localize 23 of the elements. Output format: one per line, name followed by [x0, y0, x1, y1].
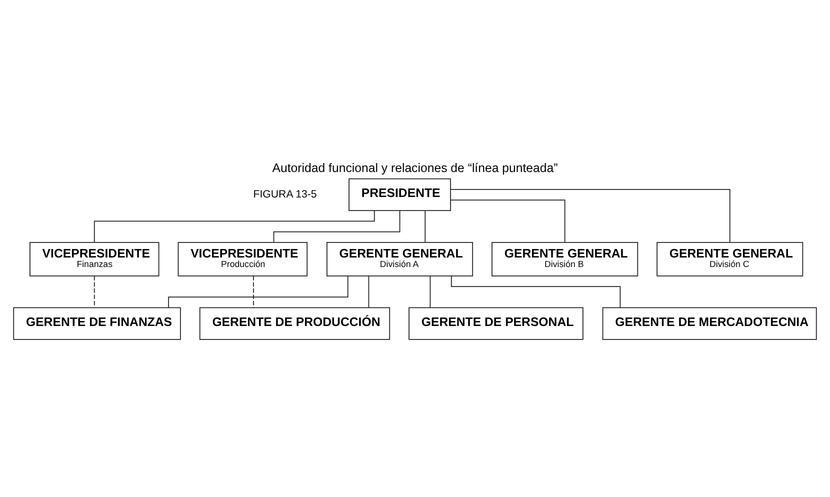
node-box: GERENTE GENERAL División B	[492, 241, 638, 276]
node-box: PRESIDENTE	[348, 178, 451, 211]
node-box: VICEPRESIDENTE Finanzas	[30, 241, 160, 276]
connector	[253, 275, 254, 308]
node-box: GERENTE DE PRODUCCIÓN	[199, 306, 390, 340]
connector	[94, 210, 375, 242]
node-box: GERENTE GENERAL División A	[326, 241, 474, 276]
node-box: VICEPRESIDENTE Producción	[178, 241, 308, 276]
connector	[273, 210, 400, 242]
node-box: GERENTE DE PERSONAL	[408, 306, 584, 340]
node-box: GERENTE DE FINANZAS	[13, 306, 181, 340]
connector	[430, 275, 431, 308]
connector	[368, 275, 370, 308]
connector	[94, 275, 95, 308]
connector	[450, 188, 730, 242]
connector	[424, 210, 426, 242]
connector	[450, 275, 621, 308]
connector	[168, 275, 348, 308]
diagram-title: Autoridad funcional y relaciones de “línea punteada”	[272, 160, 558, 174]
label: FIGURA 13-5	[253, 188, 317, 200]
connector	[450, 199, 566, 242]
node-box: GERENTE DE MERCADOTECNIA	[602, 306, 817, 340]
node-box: GERENTE GENERAL División C	[656, 241, 804, 276]
